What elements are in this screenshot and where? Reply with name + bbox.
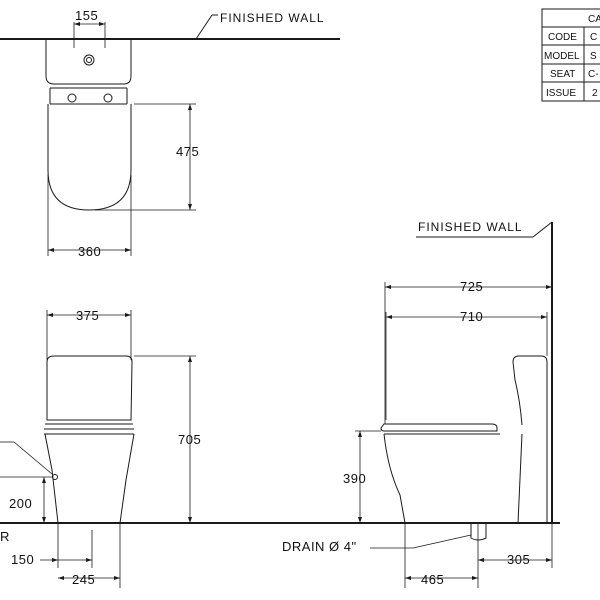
top-view: FINISHED WALL 155 475 360 xyxy=(0,8,340,259)
hinge-right-icon xyxy=(103,93,113,103)
spec-key-seat: SEAT xyxy=(550,69,575,80)
dim-725: 725 xyxy=(460,279,483,294)
spec-key-issue: ISSUE xyxy=(546,88,576,99)
spec-value-seat: C- xyxy=(588,69,599,80)
dim-200: 200 xyxy=(9,496,32,511)
dim-390: 390 xyxy=(343,471,366,486)
dim-155: 155 xyxy=(75,8,98,23)
flush-button-top xyxy=(83,54,95,66)
drain-outlet xyxy=(470,523,487,541)
dim-710: 710 xyxy=(460,309,483,324)
tank-outline-front xyxy=(46,355,133,421)
seat-side xyxy=(380,423,498,432)
dim-360: 360 xyxy=(78,244,101,259)
spec-key-model: MODEL xyxy=(544,51,580,62)
finished-wall-label-top: FINISHED WALL xyxy=(220,11,325,25)
spec-table: CA CODE C MODEL S SEAT C- ISSUE 2 xyxy=(541,8,600,102)
dim-475: 475 xyxy=(176,144,199,159)
front-view: 375 705 200 R 150 xyxy=(0,308,560,588)
spec-value-model: S xyxy=(590,51,597,62)
spec-table-header: CA xyxy=(588,14,600,25)
bowl-front-side xyxy=(383,433,406,524)
tank-outline-side xyxy=(512,355,548,523)
supply-point-icon xyxy=(52,474,58,480)
dim-305: 305 xyxy=(507,552,530,567)
finished-wall-label-side: FINISHED WALL xyxy=(418,220,523,234)
dim-465: 465 xyxy=(421,572,444,587)
side-view: FINISHED WALL 725 710 390 DR xyxy=(282,220,553,588)
spec-key-code: CODE xyxy=(548,32,577,43)
dim-705: 705 xyxy=(178,432,201,447)
bowl-right-edge-front xyxy=(119,433,135,524)
bowl-outline-top xyxy=(47,104,132,211)
spec-value-issue: 2 xyxy=(592,88,598,99)
dim-150: 150 xyxy=(11,552,34,567)
spec-value-code: C xyxy=(590,32,597,43)
drain-label: DRAIN Ø 4" xyxy=(282,539,357,554)
bowl-back-side xyxy=(517,433,523,524)
dim-375: 375 xyxy=(76,308,99,323)
hinge-left-icon xyxy=(67,93,77,103)
dim-245: 245 xyxy=(72,572,95,587)
cut-label-r: R xyxy=(0,529,10,544)
tank-outline-top xyxy=(45,39,132,85)
bowl-left-edge-front xyxy=(44,433,59,524)
